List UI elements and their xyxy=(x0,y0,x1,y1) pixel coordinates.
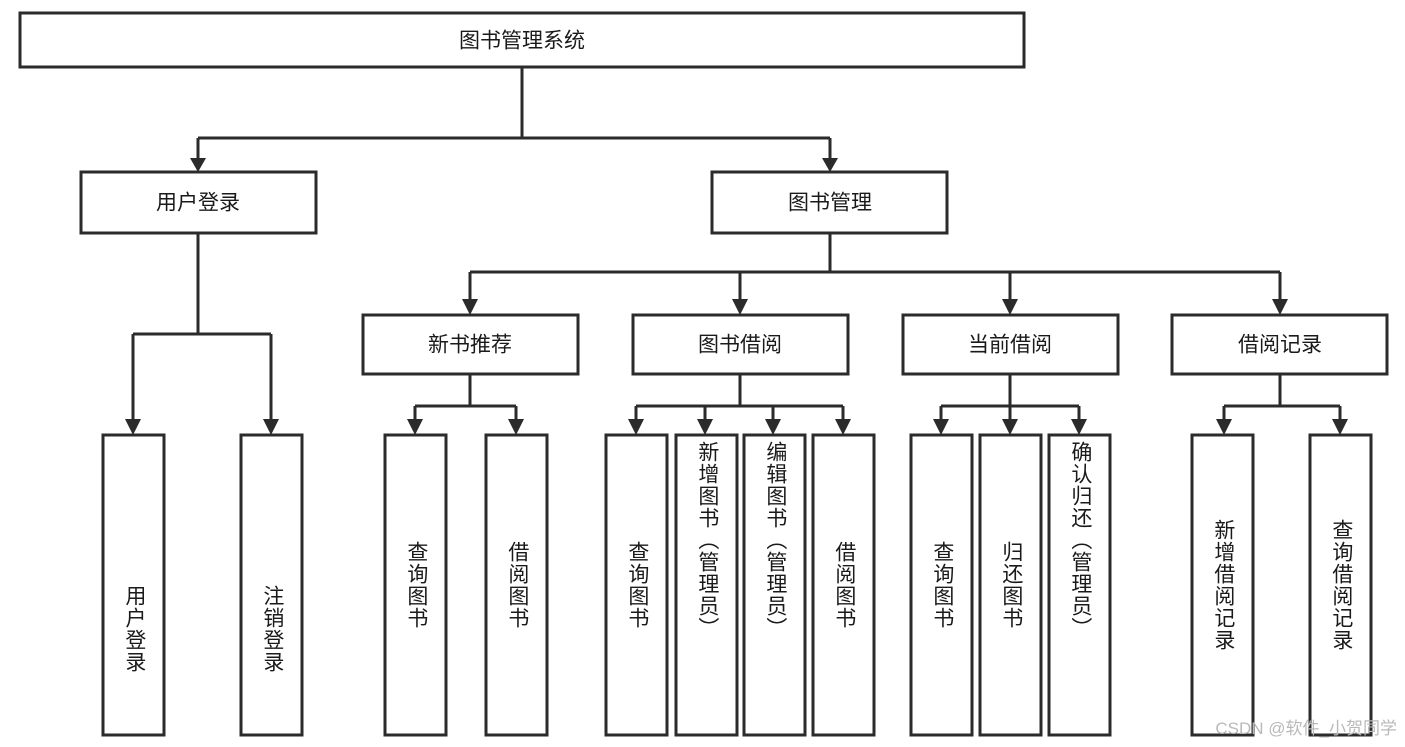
leaf-box[interactable] xyxy=(811,433,876,737)
arrow-leaf-confirm-return xyxy=(1071,419,1087,435)
node-borrow-record[interactable] xyxy=(1170,313,1389,376)
leaf-box[interactable] xyxy=(674,433,739,737)
connectors xyxy=(125,67,1348,435)
arrow-leaf-add-record xyxy=(1216,419,1232,435)
node-borrow-record-label: 借阅记录 xyxy=(1238,334,1322,357)
node-new-book-recommend-label: 新书推荐 xyxy=(428,334,512,357)
arrow-user-login xyxy=(190,158,206,172)
arrow-leaf-query-book-c xyxy=(933,419,949,435)
arrow-leaf-logout xyxy=(263,419,279,435)
node-boxes xyxy=(18,11,1389,737)
watermark-text: CSDN @软件_小贺同学 xyxy=(1215,719,1397,738)
arrow-leaf-return-book xyxy=(1002,419,1018,435)
arrow-leaf-query-book-a xyxy=(407,419,423,435)
leaf-box[interactable] xyxy=(484,433,549,737)
node-book-borrow-label: 图书借阅 xyxy=(698,334,782,357)
leaf-box[interactable] xyxy=(604,433,669,737)
leaf-box[interactable] xyxy=(978,433,1043,737)
leaf-box[interactable] xyxy=(101,433,166,737)
arrow-leaf-query-book-b xyxy=(628,419,644,435)
leaf-box[interactable] xyxy=(383,433,448,737)
leaf-box[interactable] xyxy=(239,433,304,737)
node-book-management[interactable] xyxy=(710,170,949,235)
arrow-leaf-edit-book xyxy=(765,419,781,435)
arrow-leaf-borrow-book-b xyxy=(835,419,851,435)
arrow-book-mgmt xyxy=(822,158,838,172)
node-user-login[interactable] xyxy=(79,170,318,235)
arrow-borrow-record xyxy=(1272,299,1288,315)
node-root-label: 图书管理系统 xyxy=(459,30,585,53)
leaf-box[interactable] xyxy=(1308,433,1373,737)
arrow-book-borrow xyxy=(732,299,748,315)
node-labels: 图书管理系统 用户登录 图书管理 新书推荐 图书借阅 当前借阅 借阅记录 xyxy=(156,30,1322,357)
node-new-book-recommend[interactable] xyxy=(361,313,580,376)
arrow-leaf-borrow-book-a xyxy=(508,419,524,435)
node-book-borrow[interactable] xyxy=(631,313,850,376)
leaf-box[interactable] xyxy=(1190,433,1255,737)
leaf-box[interactable] xyxy=(1047,433,1112,737)
arrow-leaf-add-book xyxy=(697,419,713,435)
leaf-box[interactable] xyxy=(742,433,807,737)
node-current-borrow[interactable] xyxy=(901,313,1120,376)
node-book-management-label: 图书管理 xyxy=(788,192,872,215)
arrow-current-borrow xyxy=(1002,299,1018,315)
node-current-borrow-label: 当前借阅 xyxy=(968,334,1052,357)
arrow-leaf-user-login xyxy=(125,419,141,435)
node-root[interactable] xyxy=(18,11,1026,69)
arrow-leaf-query-record xyxy=(1332,419,1348,435)
arrow-new-book-rec xyxy=(462,299,478,315)
node-user-login-label: 用户登录 xyxy=(156,192,240,215)
leaf-box[interactable] xyxy=(909,433,974,737)
